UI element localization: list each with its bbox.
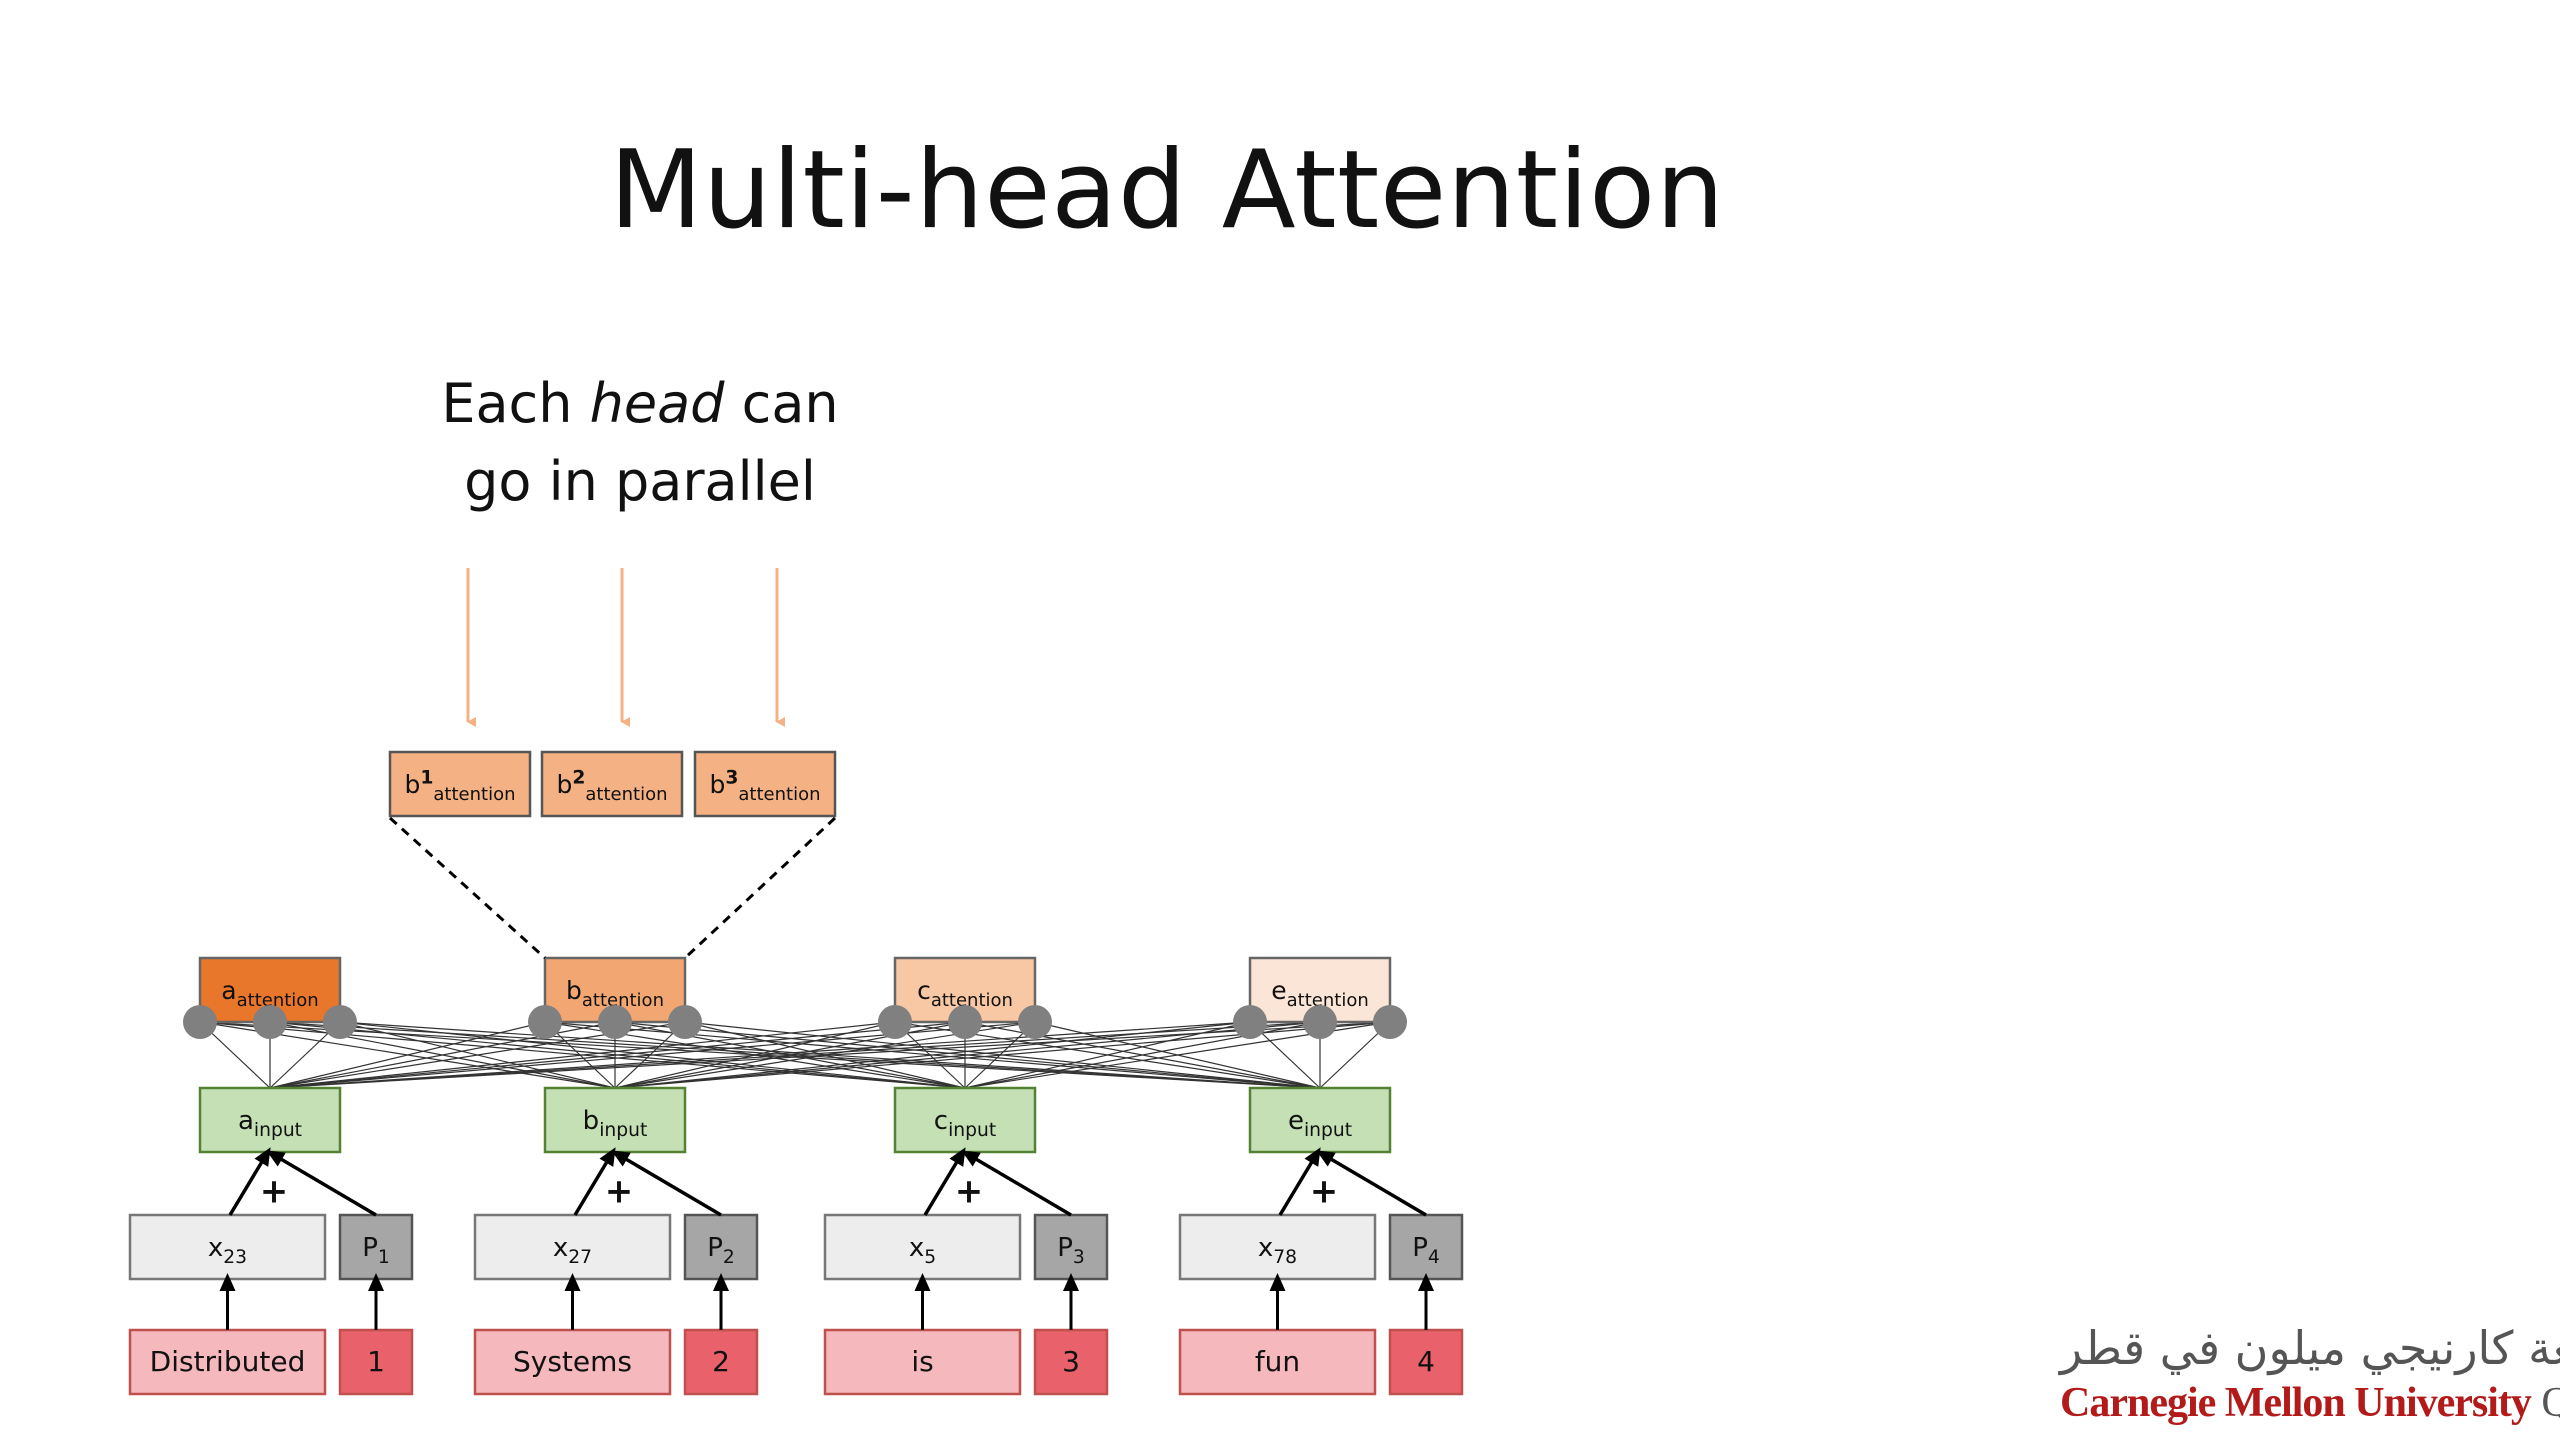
embedding-box bbox=[128, 1213, 327, 1281]
plus-sign: + bbox=[955, 1172, 984, 1212]
slide-title: Multi-head Attention bbox=[609, 128, 1725, 253]
position-box bbox=[1388, 1213, 1464, 1281]
attention-label-c: cattention bbox=[917, 976, 1013, 1011]
plus-sign: + bbox=[1310, 1172, 1339, 1212]
connection-line bbox=[339, 1021, 1321, 1089]
zoom-line-right bbox=[683, 816, 837, 960]
logo-qatar: Qatar bbox=[2541, 1380, 2560, 1426]
connection-line bbox=[199, 1021, 966, 1089]
attention-node bbox=[948, 1005, 982, 1039]
position-label: P2 bbox=[707, 1233, 735, 1268]
cmu-qatar-logo: جامعة كارنيجي ميلون في قطر Carnegie Mell… bbox=[2060, 1318, 2560, 1428]
plus-sign: + bbox=[605, 1172, 634, 1212]
input-label-e: einput bbox=[1288, 1106, 1352, 1141]
input-label-a: ainput bbox=[238, 1106, 302, 1141]
embedding-label: x27 bbox=[553, 1233, 592, 1268]
attention-node bbox=[1233, 1005, 1267, 1039]
input-label-c: cinput bbox=[934, 1106, 996, 1141]
position-label: P4 bbox=[1412, 1233, 1440, 1268]
attention-node bbox=[1303, 1005, 1337, 1039]
word-box bbox=[473, 1328, 672, 1396]
logo-arabic-text: جامعة كارنيجي ميلون في قطر bbox=[2060, 1321, 2560, 1375]
index-label: 4 bbox=[1417, 1345, 1435, 1378]
head-label-1: b1attention bbox=[404, 767, 515, 805]
word-label: Distributed bbox=[150, 1345, 306, 1378]
connection-line bbox=[1034, 1021, 1321, 1089]
plus-sign: + bbox=[260, 1172, 289, 1212]
caption-text-1: Each bbox=[441, 372, 590, 435]
embedding-to-input-arrow bbox=[1278, 1147, 1321, 1216]
embedding-to-input-arrow bbox=[923, 1147, 966, 1216]
logo-english-text: Carnegie Mellon University Qatar bbox=[2060, 1378, 2560, 1428]
position-label: P3 bbox=[1057, 1233, 1085, 1268]
connection-line bbox=[684, 1021, 1321, 1089]
connection-line bbox=[199, 1021, 1321, 1089]
input-label-b: binput bbox=[583, 1106, 648, 1141]
attention-node bbox=[1018, 1005, 1052, 1039]
index-label: 3 bbox=[1062, 1345, 1080, 1378]
word-box bbox=[128, 1328, 327, 1396]
embedding-label: x23 bbox=[208, 1233, 247, 1268]
attention-node bbox=[253, 1005, 287, 1039]
embedding-to-input-arrow bbox=[573, 1147, 616, 1216]
attention-node bbox=[878, 1005, 912, 1039]
attention-label-e: eattention bbox=[1271, 976, 1369, 1011]
position-box bbox=[338, 1213, 414, 1281]
head-label-3: b3attention bbox=[709, 767, 820, 805]
index-label: 1 bbox=[367, 1345, 385, 1378]
embedding-box bbox=[823, 1213, 1022, 1281]
head-box-3 bbox=[693, 750, 837, 818]
index-box bbox=[1388, 1328, 1464, 1396]
embedding-to-input-arrow bbox=[228, 1147, 271, 1216]
embedding-box bbox=[473, 1213, 672, 1281]
attention-node bbox=[528, 1005, 562, 1039]
position-to-input-arrow bbox=[1316, 1150, 1427, 1217]
embedding-box bbox=[1178, 1213, 1377, 1281]
zoom-line-left bbox=[388, 816, 547, 960]
caption-line-2: go in parallel bbox=[464, 450, 816, 513]
embedding-label: x78 bbox=[1258, 1233, 1297, 1268]
attention-node bbox=[183, 1005, 217, 1039]
position-to-input-arrow bbox=[611, 1150, 722, 1217]
word-box bbox=[823, 1328, 1022, 1396]
word-label: Systems bbox=[513, 1345, 632, 1378]
input-box-c bbox=[893, 1086, 1037, 1154]
word-label: fun bbox=[1255, 1345, 1300, 1378]
position-to-input-arrow bbox=[266, 1150, 377, 1217]
head-box-2 bbox=[540, 750, 684, 818]
connection-line bbox=[544, 1021, 1321, 1089]
index-box bbox=[1033, 1328, 1109, 1396]
embedding-label: x5 bbox=[909, 1233, 936, 1268]
caption-emphasis: head bbox=[589, 372, 725, 435]
box-layer: aattention battention cattention eattention… bbox=[128, 568, 1464, 1396]
attention-node bbox=[1373, 1005, 1407, 1039]
caption-text-2: can bbox=[724, 372, 839, 435]
position-to-input-arrow bbox=[961, 1150, 1072, 1217]
attention-label-b: battention bbox=[566, 976, 664, 1011]
attention-label-a: aattention bbox=[221, 976, 318, 1011]
attention-node bbox=[668, 1005, 702, 1039]
index-label: 2 bbox=[712, 1345, 730, 1378]
head-label-2: b2attention bbox=[556, 767, 667, 805]
attention-node bbox=[598, 1005, 632, 1039]
caption: Each head can go in parallel bbox=[400, 365, 880, 521]
attention-node bbox=[323, 1005, 357, 1039]
input-box-e bbox=[1248, 1086, 1392, 1154]
connection-line bbox=[269, 1021, 1321, 1089]
head-box-1 bbox=[388, 750, 532, 818]
word-label: is bbox=[911, 1345, 933, 1378]
position-label: P1 bbox=[362, 1233, 390, 1268]
connection-layer bbox=[199, 1021, 1391, 1089]
connection-line bbox=[614, 1021, 1321, 1089]
input-box-b bbox=[543, 1086, 687, 1154]
logo-name: Carnegie Mellon University bbox=[2060, 1380, 2532, 1426]
